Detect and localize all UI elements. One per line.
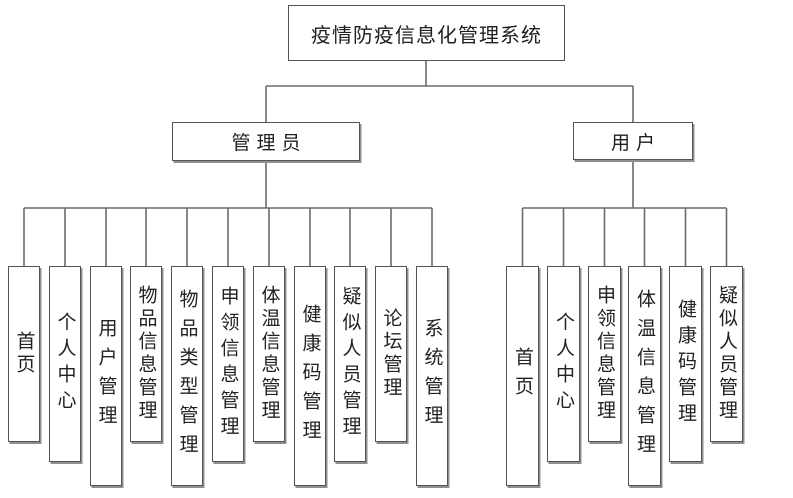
node-user-label: 用户 [610,131,661,154]
node-user: 用户 [573,122,693,160]
node-admin-system-management: 系统管理 [416,266,448,486]
node-admin-temperature-info-management: 体温信息管理 [253,266,285,442]
node-admin-personal-center: 个人中心 [49,266,81,462]
node-admin-home: 首页 [8,266,40,442]
node-admin: 管理员 [172,122,360,161]
node-admin-user-management: 用户管理 [90,266,122,486]
node-admin-item-info-management: 物品信息管理 [130,266,162,442]
node-admin-suspected-person-management: 疑似人员管理 [334,266,366,462]
node-root-label: 疫情防疫信息化管理系统 [311,22,542,47]
node-admin-forum-management: 论坛管理 [375,266,407,442]
node-admin-label: 管理员 [231,132,307,154]
node-user-health-code-management: 健康码管理 [669,266,702,462]
tree-edges [23,61,728,266]
node-user-personal-center: 个人中心 [547,266,580,462]
node-root: 疫情防疫信息化管理系统 [288,5,565,61]
node-admin-item-type-management: 物品类型管理 [171,266,203,486]
node-user-temperature-info-management: 体温信息管理 [628,266,661,486]
node-user-home: 首页 [506,266,539,486]
node-user-suspected-person-management: 疑似人员管理 [710,266,743,442]
node-admin-health-code-management: 健康码管理 [294,266,326,486]
node-admin-claim-info-management: 申领信息管理 [212,266,244,462]
node-user-claim-info-management: 申领信息管理 [588,266,621,442]
